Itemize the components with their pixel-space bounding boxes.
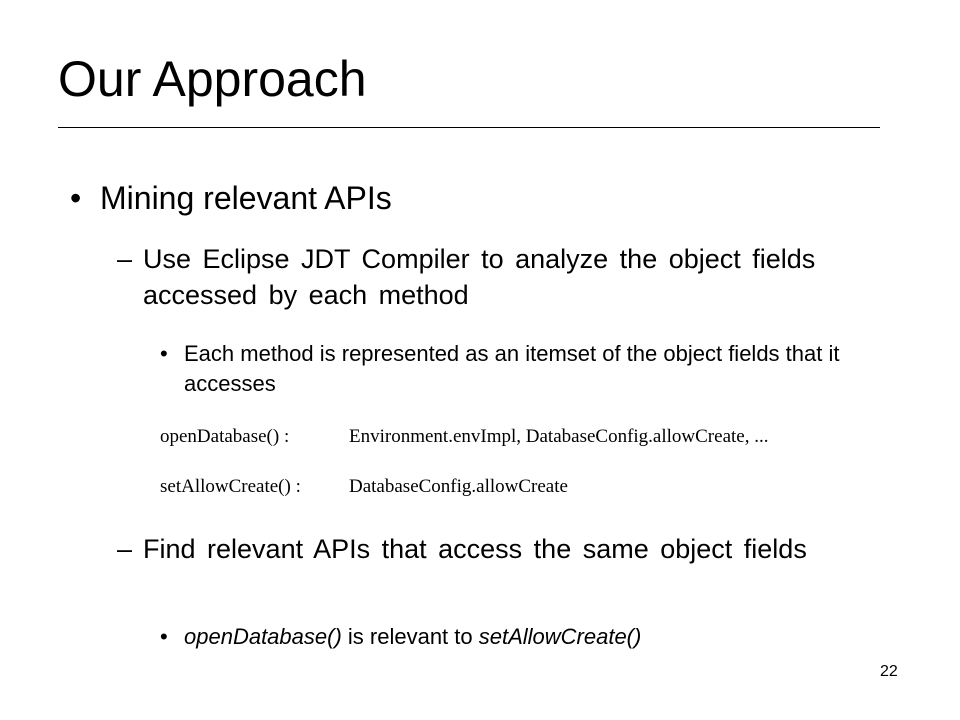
page-number: 22 <box>880 663 898 680</box>
subsubbullet-text: Each method is represented as an itemset… <box>184 341 840 396</box>
title-divider <box>58 127 880 128</box>
subbullet-text: Use Eclipse JDT Compiler to analyze the … <box>143 244 816 310</box>
itemset-method: openDatabase() : <box>160 426 290 447</box>
itemset-fields: DatabaseConfig.allowCreate <box>349 476 568 497</box>
bullet-dot-icon: • <box>160 624 168 649</box>
relation-text: is relevant to <box>341 624 479 649</box>
itemset-fields: Environment.envImpl, DatabaseConfig.allo… <box>349 426 769 447</box>
bullet-text: Mining relevant APIs <box>100 180 392 216</box>
method-name: setAllowCreate() <box>478 624 642 649</box>
dash-icon: – <box>117 244 133 274</box>
subbullet-text: Find relevant APIs that access the same … <box>143 534 807 564</box>
bullet-dot-icon: • <box>160 341 168 366</box>
bullet-dot-icon: • <box>70 180 82 216</box>
itemset-method: setAllowCreate() : <box>160 476 301 497</box>
dash-icon: – <box>117 534 133 564</box>
subsubbullet-text: openDatabase() is relevant to setAllowCr… <box>184 622 854 652</box>
method-name: openDatabase() <box>184 624 342 649</box>
slide-title: Our Approach <box>58 51 367 107</box>
